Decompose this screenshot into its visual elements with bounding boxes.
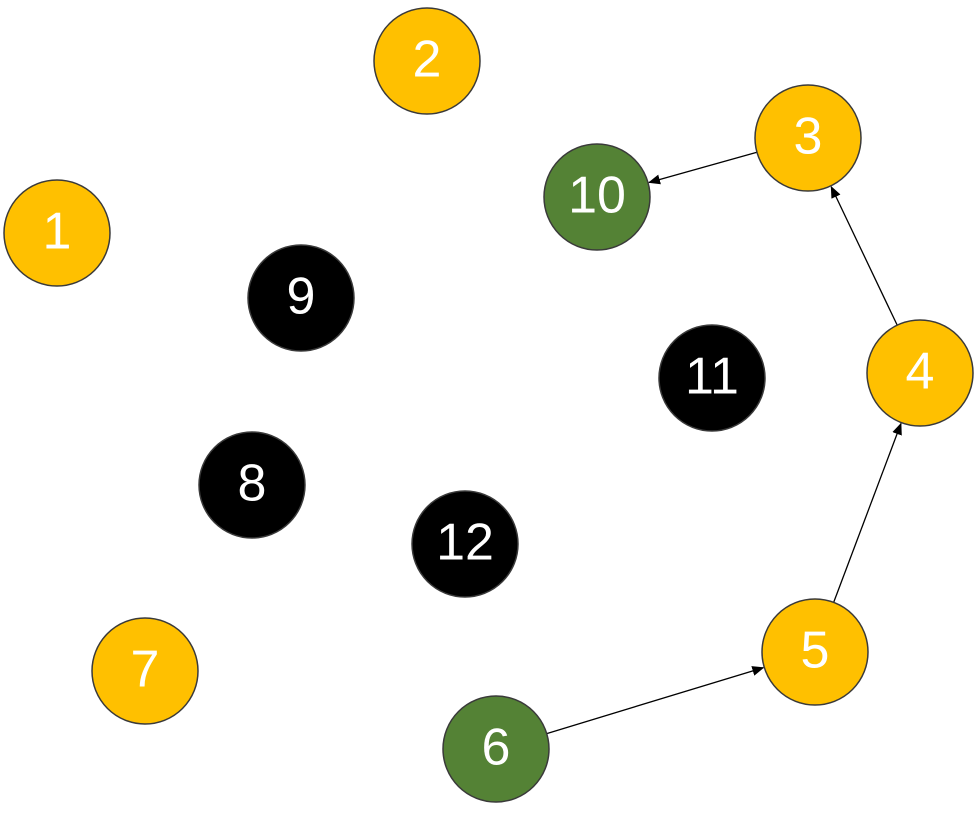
- node-circle: [247, 244, 355, 352]
- node-circle: [373, 7, 481, 115]
- node-8: 8: [198, 431, 306, 539]
- node-label: 4: [906, 343, 935, 401]
- node-label: 6: [482, 719, 511, 777]
- node-circle: [91, 617, 199, 725]
- node-2: 2: [373, 7, 481, 115]
- node-6: 6: [442, 695, 550, 803]
- node-circle: [543, 143, 651, 251]
- edge-3-to-10: [648, 151, 758, 185]
- edges-layer: [546, 151, 902, 735]
- node-label: 11: [685, 348, 739, 406]
- node-label: 7: [131, 641, 160, 699]
- node-circle: [3, 179, 111, 287]
- edge-4-to-3: [830, 185, 898, 326]
- node-7: 7: [91, 617, 199, 725]
- node-label: 9: [287, 268, 316, 326]
- node-4: 4: [866, 319, 974, 427]
- node-11: 11: [658, 324, 766, 432]
- node-5: 5: [761, 598, 869, 706]
- node-12: 12: [411, 490, 519, 598]
- node-label: 12: [436, 514, 494, 572]
- node-circle: [761, 598, 869, 706]
- node-circle: [754, 84, 862, 192]
- node-label: 8: [238, 455, 267, 513]
- node-label: 1: [43, 203, 72, 261]
- node-label: 5: [801, 622, 830, 680]
- node-circle: [411, 490, 519, 598]
- edge-5-to-4: [833, 422, 902, 603]
- node-circle: [198, 431, 306, 539]
- node-label: 3: [794, 108, 823, 166]
- edge-6-to-5: [546, 666, 765, 735]
- node-10: 10: [543, 143, 651, 251]
- node-circle: [866, 319, 974, 427]
- node-1: 1: [3, 179, 111, 287]
- node-label: 10: [568, 167, 626, 225]
- node-label: 2: [413, 31, 442, 89]
- node-3: 3: [754, 84, 862, 192]
- node-circle: [442, 695, 550, 803]
- node-9: 9: [247, 244, 355, 352]
- node-circle: [658, 324, 766, 432]
